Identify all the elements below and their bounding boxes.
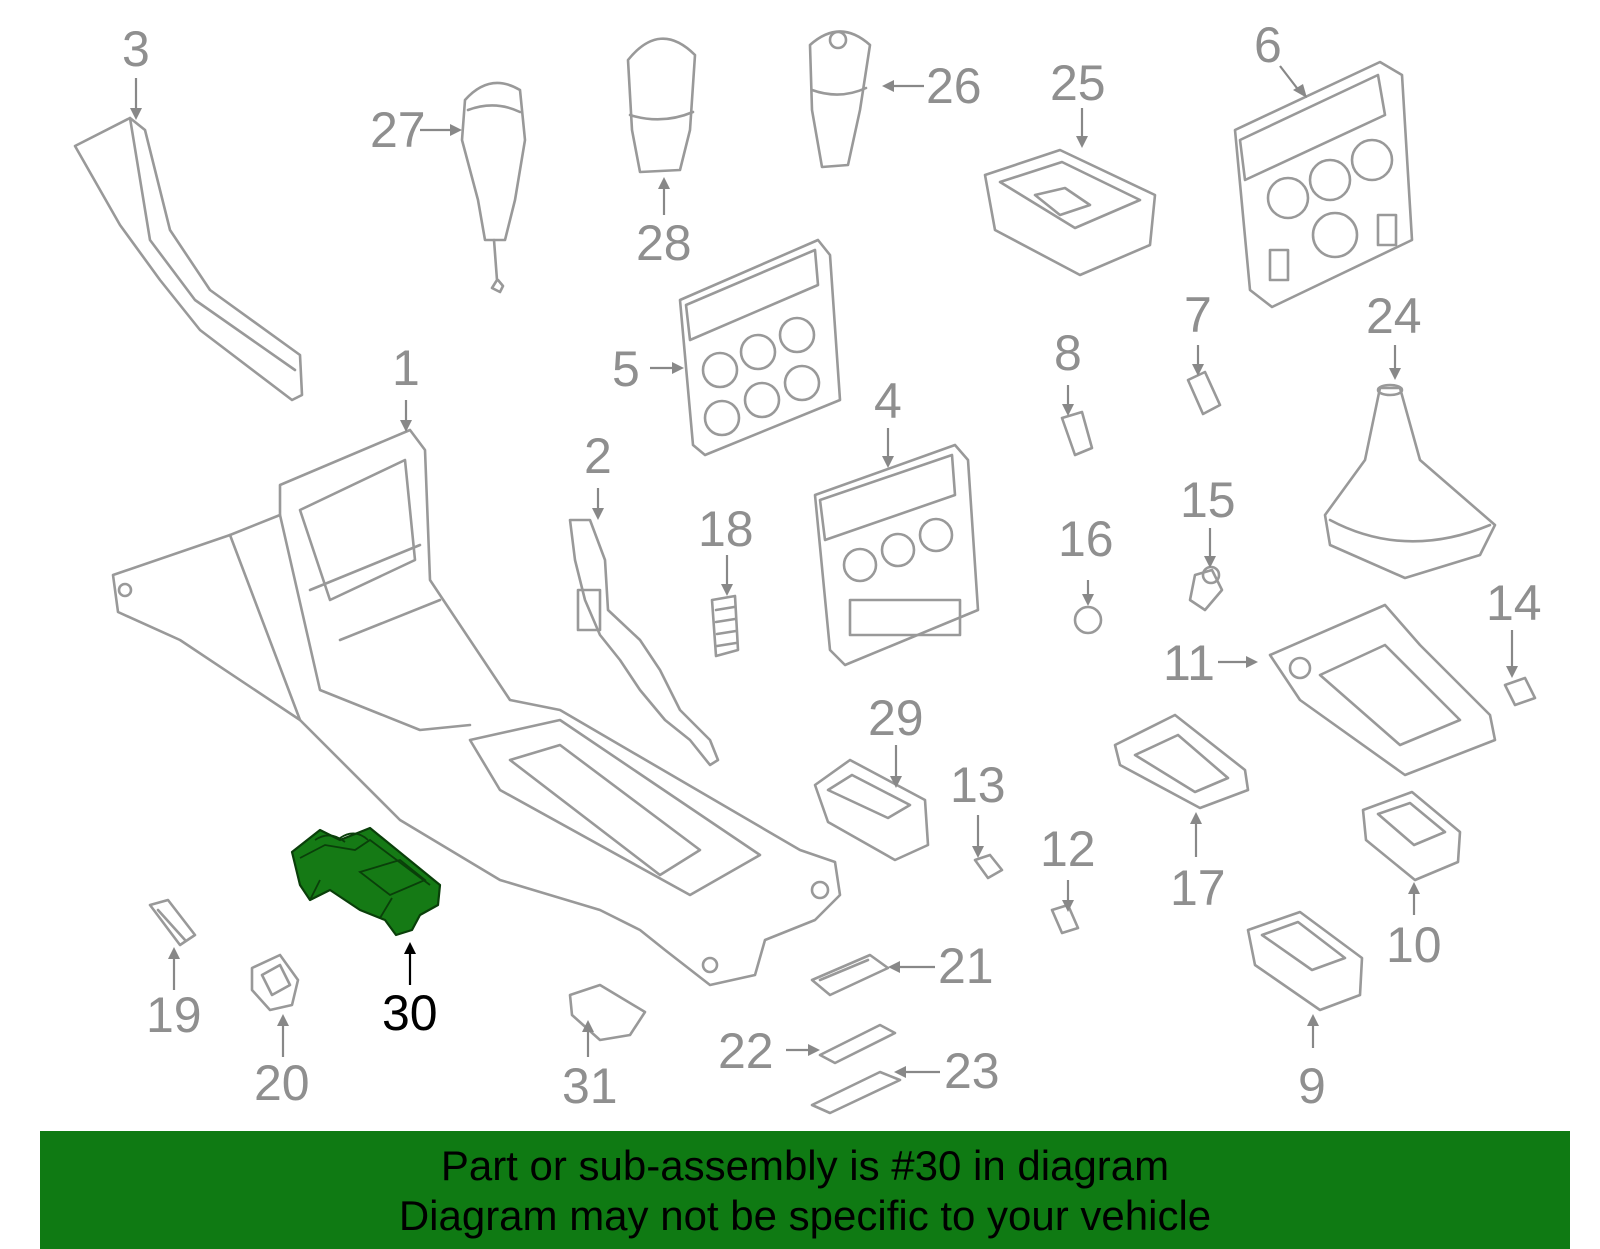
callout-4: 4 bbox=[874, 373, 902, 429]
callout-22: 22 bbox=[718, 1023, 774, 1079]
part-27-shift-knob[interactable] bbox=[460, 81, 527, 294]
part-15-knob[interactable] bbox=[1188, 565, 1224, 612]
part-6-center-panel[interactable] bbox=[1233, 60, 1414, 309]
part-11-bezel[interactable] bbox=[1268, 603, 1497, 777]
part-10-tray[interactable] bbox=[1361, 790, 1462, 882]
part-5-dash-panel[interactable] bbox=[678, 238, 842, 457]
callout-arrows bbox=[130, 65, 1518, 1078]
part-9-tray[interactable] bbox=[1246, 910, 1364, 1012]
part-14-button[interactable] bbox=[1503, 676, 1537, 707]
callout-8: 8 bbox=[1054, 325, 1082, 381]
callout-31: 31 bbox=[562, 1058, 618, 1114]
callout-29: 29 bbox=[868, 690, 924, 746]
callout-30: 30 bbox=[382, 985, 438, 1041]
part-20-switch[interactable] bbox=[250, 953, 300, 1012]
part-22-trim[interactable] bbox=[818, 1023, 897, 1065]
callout-7: 7 bbox=[1184, 287, 1212, 343]
callout-20: 20 bbox=[254, 1055, 310, 1111]
callout-17: 17 bbox=[1170, 860, 1226, 916]
banner-line-disclaimer: Diagram may not be specific to your vehi… bbox=[398, 1192, 1212, 1239]
callout-3: 3 bbox=[122, 21, 150, 77]
callout-28: 28 bbox=[636, 215, 692, 271]
part-2-bracket[interactable] bbox=[568, 518, 720, 767]
callout-10: 10 bbox=[1386, 917, 1442, 973]
callout-6: 6 bbox=[1254, 17, 1282, 73]
callout-25: 25 bbox=[1050, 55, 1106, 111]
callout-2: 2 bbox=[584, 428, 612, 484]
callout-13: 13 bbox=[950, 757, 1006, 813]
part-26-shift-knob[interactable] bbox=[808, 30, 872, 169]
part-7-cap[interactable] bbox=[1186, 370, 1222, 416]
part-4-dash-panel[interactable] bbox=[813, 443, 980, 667]
callout-12: 12 bbox=[1040, 821, 1096, 877]
part-12-clip[interactable] bbox=[1050, 903, 1080, 935]
part-3-trim-strip[interactable] bbox=[73, 116, 304, 402]
part-19-grille[interactable] bbox=[148, 898, 197, 947]
callout-27: 27 bbox=[370, 102, 426, 158]
part-24-shift-boot[interactable] bbox=[1323, 383, 1497, 580]
part-21-trim[interactable] bbox=[810, 953, 890, 997]
callout-16: 16 bbox=[1058, 511, 1114, 567]
callout-5: 5 bbox=[612, 341, 640, 397]
callout-19: 19 bbox=[146, 987, 202, 1043]
info-banner: Part or sub-assembly is #30 in diagram D… bbox=[40, 1131, 1570, 1249]
callout-11: 11 bbox=[1163, 635, 1215, 691]
callout-26: 26 bbox=[926, 58, 982, 114]
part-23-trim[interactable] bbox=[810, 1070, 902, 1115]
part-30-cupholder[interactable] bbox=[290, 826, 442, 937]
part-17-shift-gate[interactable] bbox=[1113, 713, 1250, 810]
callout-24: 24 bbox=[1366, 288, 1422, 344]
part-31-cover[interactable] bbox=[568, 983, 647, 1042]
callout-15: 15 bbox=[1180, 472, 1236, 528]
part-13-clip[interactable] bbox=[973, 853, 1004, 880]
callout-9: 9 bbox=[1298, 1058, 1326, 1114]
callout-23: 23 bbox=[944, 1043, 1000, 1099]
part-18-vent[interactable] bbox=[710, 594, 740, 658]
callout-labels: 3 1 2 4 5 6 7 8 9 10 11 12 13 14 15 16 1… bbox=[122, 17, 1542, 1114]
part-28-shift-knob[interactable] bbox=[626, 37, 697, 174]
part-8-clip[interactable] bbox=[1060, 410, 1094, 457]
banner-line-part: Part or sub-assembly is #30 in diagram bbox=[440, 1142, 1170, 1189]
part-25-boot-frame[interactable] bbox=[983, 148, 1157, 277]
callout-1: 1 bbox=[392, 340, 420, 396]
part-29-storage-box[interactable] bbox=[813, 758, 930, 862]
part-1-center-console[interactable] bbox=[111, 428, 842, 987]
callout-14: 14 bbox=[1486, 575, 1542, 631]
callout-18: 18 bbox=[698, 501, 754, 557]
part-16-plug[interactable] bbox=[1073, 605, 1103, 635]
callout-21: 21 bbox=[938, 938, 994, 994]
